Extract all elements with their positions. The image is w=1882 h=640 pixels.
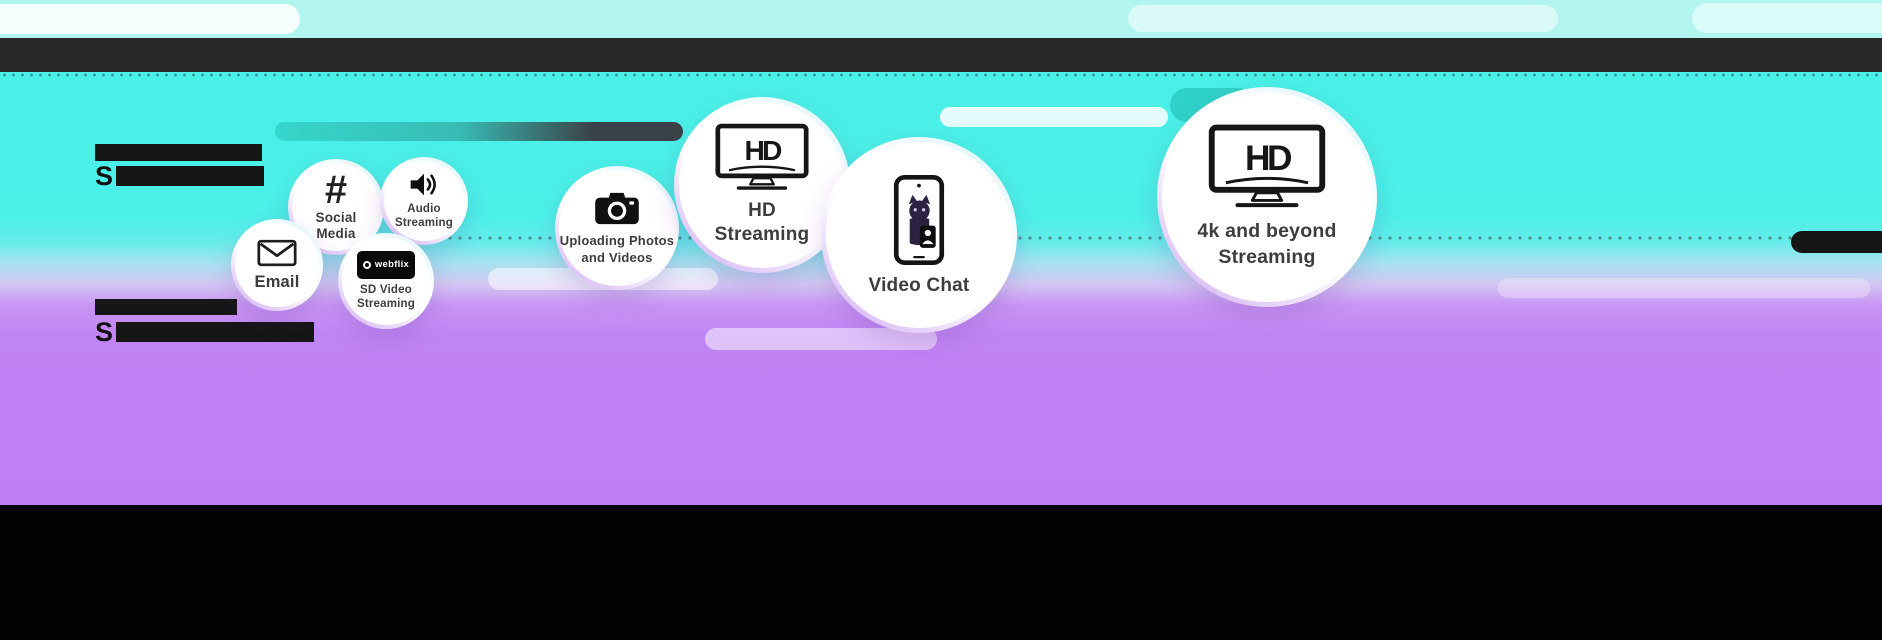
bubble-email: Email [231,219,323,311]
dotted-timeline [285,236,1875,240]
top-dark-bar [0,38,1882,72]
bubble-content: HD 4k and beyond Streaming [1162,92,1372,302]
speed-label-prefix: S [95,161,114,191]
webflix-ring-icon [362,260,371,269]
bubble-label: Uploading Photos and Videos [559,233,675,265]
bubble-label: HD Streaming [714,200,810,245]
top-dotted-separator [0,73,1882,77]
bubble-label: Email [254,272,300,291]
bubble-content: Email [235,223,319,307]
speed-label-line: S [95,317,315,347]
redacted-text-bar [95,299,237,315]
redacted-text-bar [95,144,262,161]
bubble-label: Audio Streaming [394,203,454,229]
redacted-text-bar [116,166,265,186]
bottom-dark-bar [0,505,1882,640]
webflix-badge-text: webflix [374,259,410,271]
decor-pill-white [0,4,300,34]
bubble-content: Audio Streaming [384,161,464,241]
tv-hd-text: HD [1245,139,1291,178]
redacted-text-pill-right [1791,231,1882,253]
video-chat-phone-icon [893,173,945,267]
decor-pill-light [705,328,937,350]
redacted-text-bar [116,322,315,342]
speaker-icon [409,171,439,198]
bubble-sd-video-streaming: webflix SD Video Streaming [338,233,434,329]
decor-pill-teal-dark [275,122,683,141]
bubble-content: Video Chat [826,142,1012,328]
bubble-label: 4k and beyond Streaming [1197,220,1337,268]
bubble-uploading-photos-and-videos: Uploading Photos and Videos [555,166,679,290]
decor-pill-light [1692,3,1882,33]
decor-pill-light [1128,5,1558,32]
bubble-content: HD HD Streaming [679,102,845,268]
bubble-label: Social Media [315,210,357,241]
bubble-hd-streaming: HD HD Streaming [674,97,850,273]
decor-pill-white [940,107,1168,127]
envelope-icon [257,239,297,267]
decor-pill-lavender [1498,278,1870,298]
speed-label-line: S [95,161,265,191]
bubble-content: Uploading Photos and Videos [559,170,675,286]
tv-hd-text: HD [744,134,782,166]
camera-icon [594,190,640,226]
speed-label-prefix: S [95,317,114,347]
hd-tv-icon: HD [1208,124,1326,211]
bubble-label: Video Chat [868,275,970,296]
bubble-label: SD Video Streaming [356,283,416,310]
bubble-audio-streaming: Audio Streaming [380,157,468,245]
bubble-4k-streaming: HD 4k and beyond Streaming [1157,87,1377,307]
bubble-content: webflix SD Video Streaming [342,237,430,325]
webflix-badge-icon: webflix [357,250,415,279]
hd-tv-icon: HD [715,123,809,193]
hashtag-icon: # [324,168,348,213]
bubble-video-chat: Video Chat [821,137,1017,333]
top-strip [0,0,1882,38]
